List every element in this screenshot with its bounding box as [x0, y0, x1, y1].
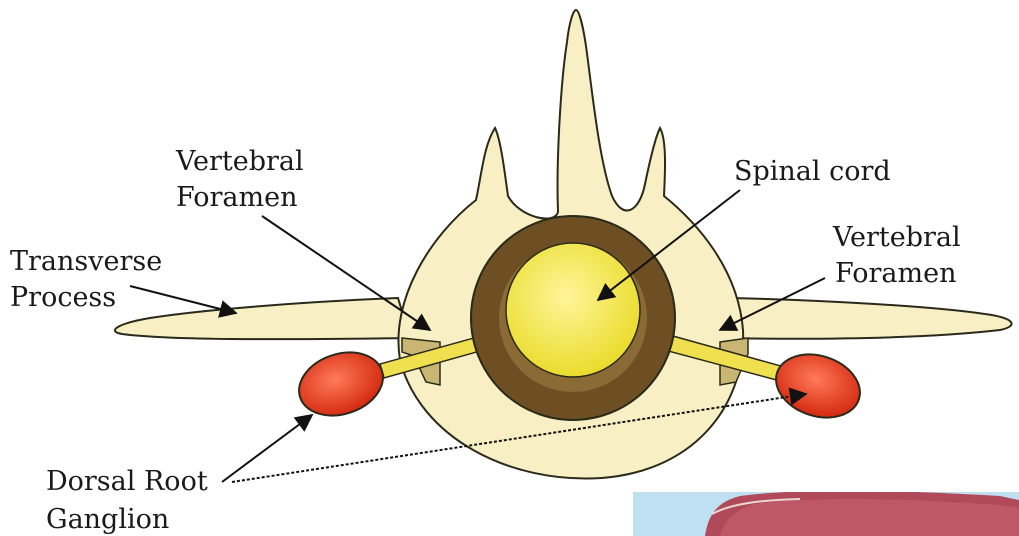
spinal-cord [506, 243, 640, 377]
label-vertebral-foramen-right-line1: Vertebral [832, 222, 961, 253]
right-transverse-process [718, 298, 1012, 339]
label-transverse-process: Transverse Process [10, 246, 171, 313]
label-transverse-process-line2: Process [10, 282, 116, 313]
meat-photo-thumbnail [633, 491, 1019, 536]
label-vertebral-foramen-left: Vertebral Foramen [175, 146, 312, 213]
arrow-transverse-process [130, 286, 236, 313]
left-transverse-process [115, 298, 410, 339]
label-vertebral-foramen-left-line1: Vertebral [175, 146, 304, 177]
label-vertebral-foramen-right: Vertebral Foramen [832, 222, 969, 289]
label-spinal-cord: Spinal cord [734, 156, 891, 187]
label-dorsal-root-ganglion-line2: Ganglion [46, 504, 169, 535]
right-dorsal-root-ganglion [768, 344, 868, 428]
label-vertebral-foramen-left-line2: Foramen [176, 182, 298, 213]
label-vertebral-foramen-right-line2: Foramen [835, 258, 957, 289]
left-dorsal-root-ganglion [291, 342, 391, 426]
label-dorsal-root-ganglion: Dorsal Root Ganglion [46, 466, 216, 535]
label-dorsal-root-ganglion-line1: Dorsal Root [46, 466, 208, 497]
label-transverse-process-line1: Transverse [10, 246, 162, 277]
